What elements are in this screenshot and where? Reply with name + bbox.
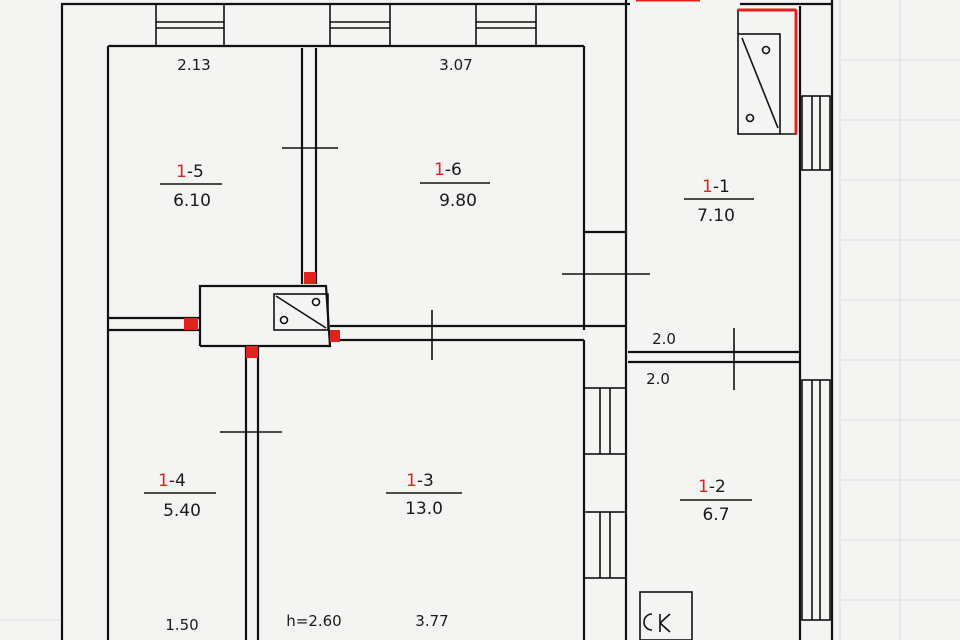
kitchen-stove <box>737 9 797 135</box>
door-marks <box>220 147 735 433</box>
fixture-bottom-right <box>639 591 693 640</box>
dimension-1-3-width: 3.77 <box>415 612 448 630</box>
room-area: 9.80 <box>439 191 477 211</box>
room-label-1-5: 1-5 6.10 <box>160 162 222 211</box>
room-area: 13.0 <box>405 499 443 519</box>
stove <box>198 284 332 348</box>
room-label-1-6: 1-6 9.80 <box>420 160 490 211</box>
room-label-1-3: 1-3 13.0 <box>386 471 462 519</box>
room-prefix: 1 <box>434 160 445 180</box>
svg-text:1-2: 1-2 <box>698 477 726 497</box>
right-windows <box>801 95 831 621</box>
room-prefix: 1 <box>176 162 187 182</box>
svg-text:1-6: 1-6 <box>434 160 462 180</box>
outer-walls <box>60 0 834 640</box>
top-windows <box>155 3 537 47</box>
room-area: 6.10 <box>173 191 211 211</box>
room-area: 6.7 <box>702 505 729 525</box>
room-suffix: -3 <box>417 471 434 491</box>
dimension-corridor-bottom: 2.0 <box>646 370 670 388</box>
svg-text:1-1: 1-1 <box>702 177 730 197</box>
room-area: 5.40 <box>163 501 201 521</box>
room-suffix: -6 <box>445 160 462 180</box>
room-suffix: -5 <box>187 162 204 182</box>
room-label-1-2: 1-2 6.7 <box>680 477 752 525</box>
room-label-1-1: 1-1 7.10 <box>684 177 754 226</box>
room-prefix: 1 <box>702 177 713 197</box>
ceiling-height-label: h=2.60 <box>286 612 341 630</box>
svg-text:1-3: 1-3 <box>406 471 434 491</box>
room-prefix: 1 <box>158 471 169 491</box>
dimension-1-4-width: 1.50 <box>165 616 198 634</box>
room-suffix: -4 <box>169 471 186 491</box>
svg-text:1-5: 1-5 <box>176 162 204 182</box>
room-suffix: -2 <box>709 477 726 497</box>
red-marks <box>184 0 798 358</box>
room-label-1-4: 1-4 5.40 <box>144 471 216 521</box>
room-prefix: 1 <box>406 471 417 491</box>
dimension-1-5-width: 2.13 <box>177 56 210 74</box>
interior-walls <box>108 48 800 640</box>
dimension-1-6-width: 3.07 <box>439 56 472 74</box>
room-prefix: 1 <box>698 477 709 497</box>
dimension-corridor-top: 2.0 <box>652 330 676 348</box>
room-area: 7.10 <box>697 206 735 226</box>
interior-openings <box>583 387 627 579</box>
svg-text:1-4: 1-4 <box>158 471 186 491</box>
room-suffix: -1 <box>713 177 730 197</box>
